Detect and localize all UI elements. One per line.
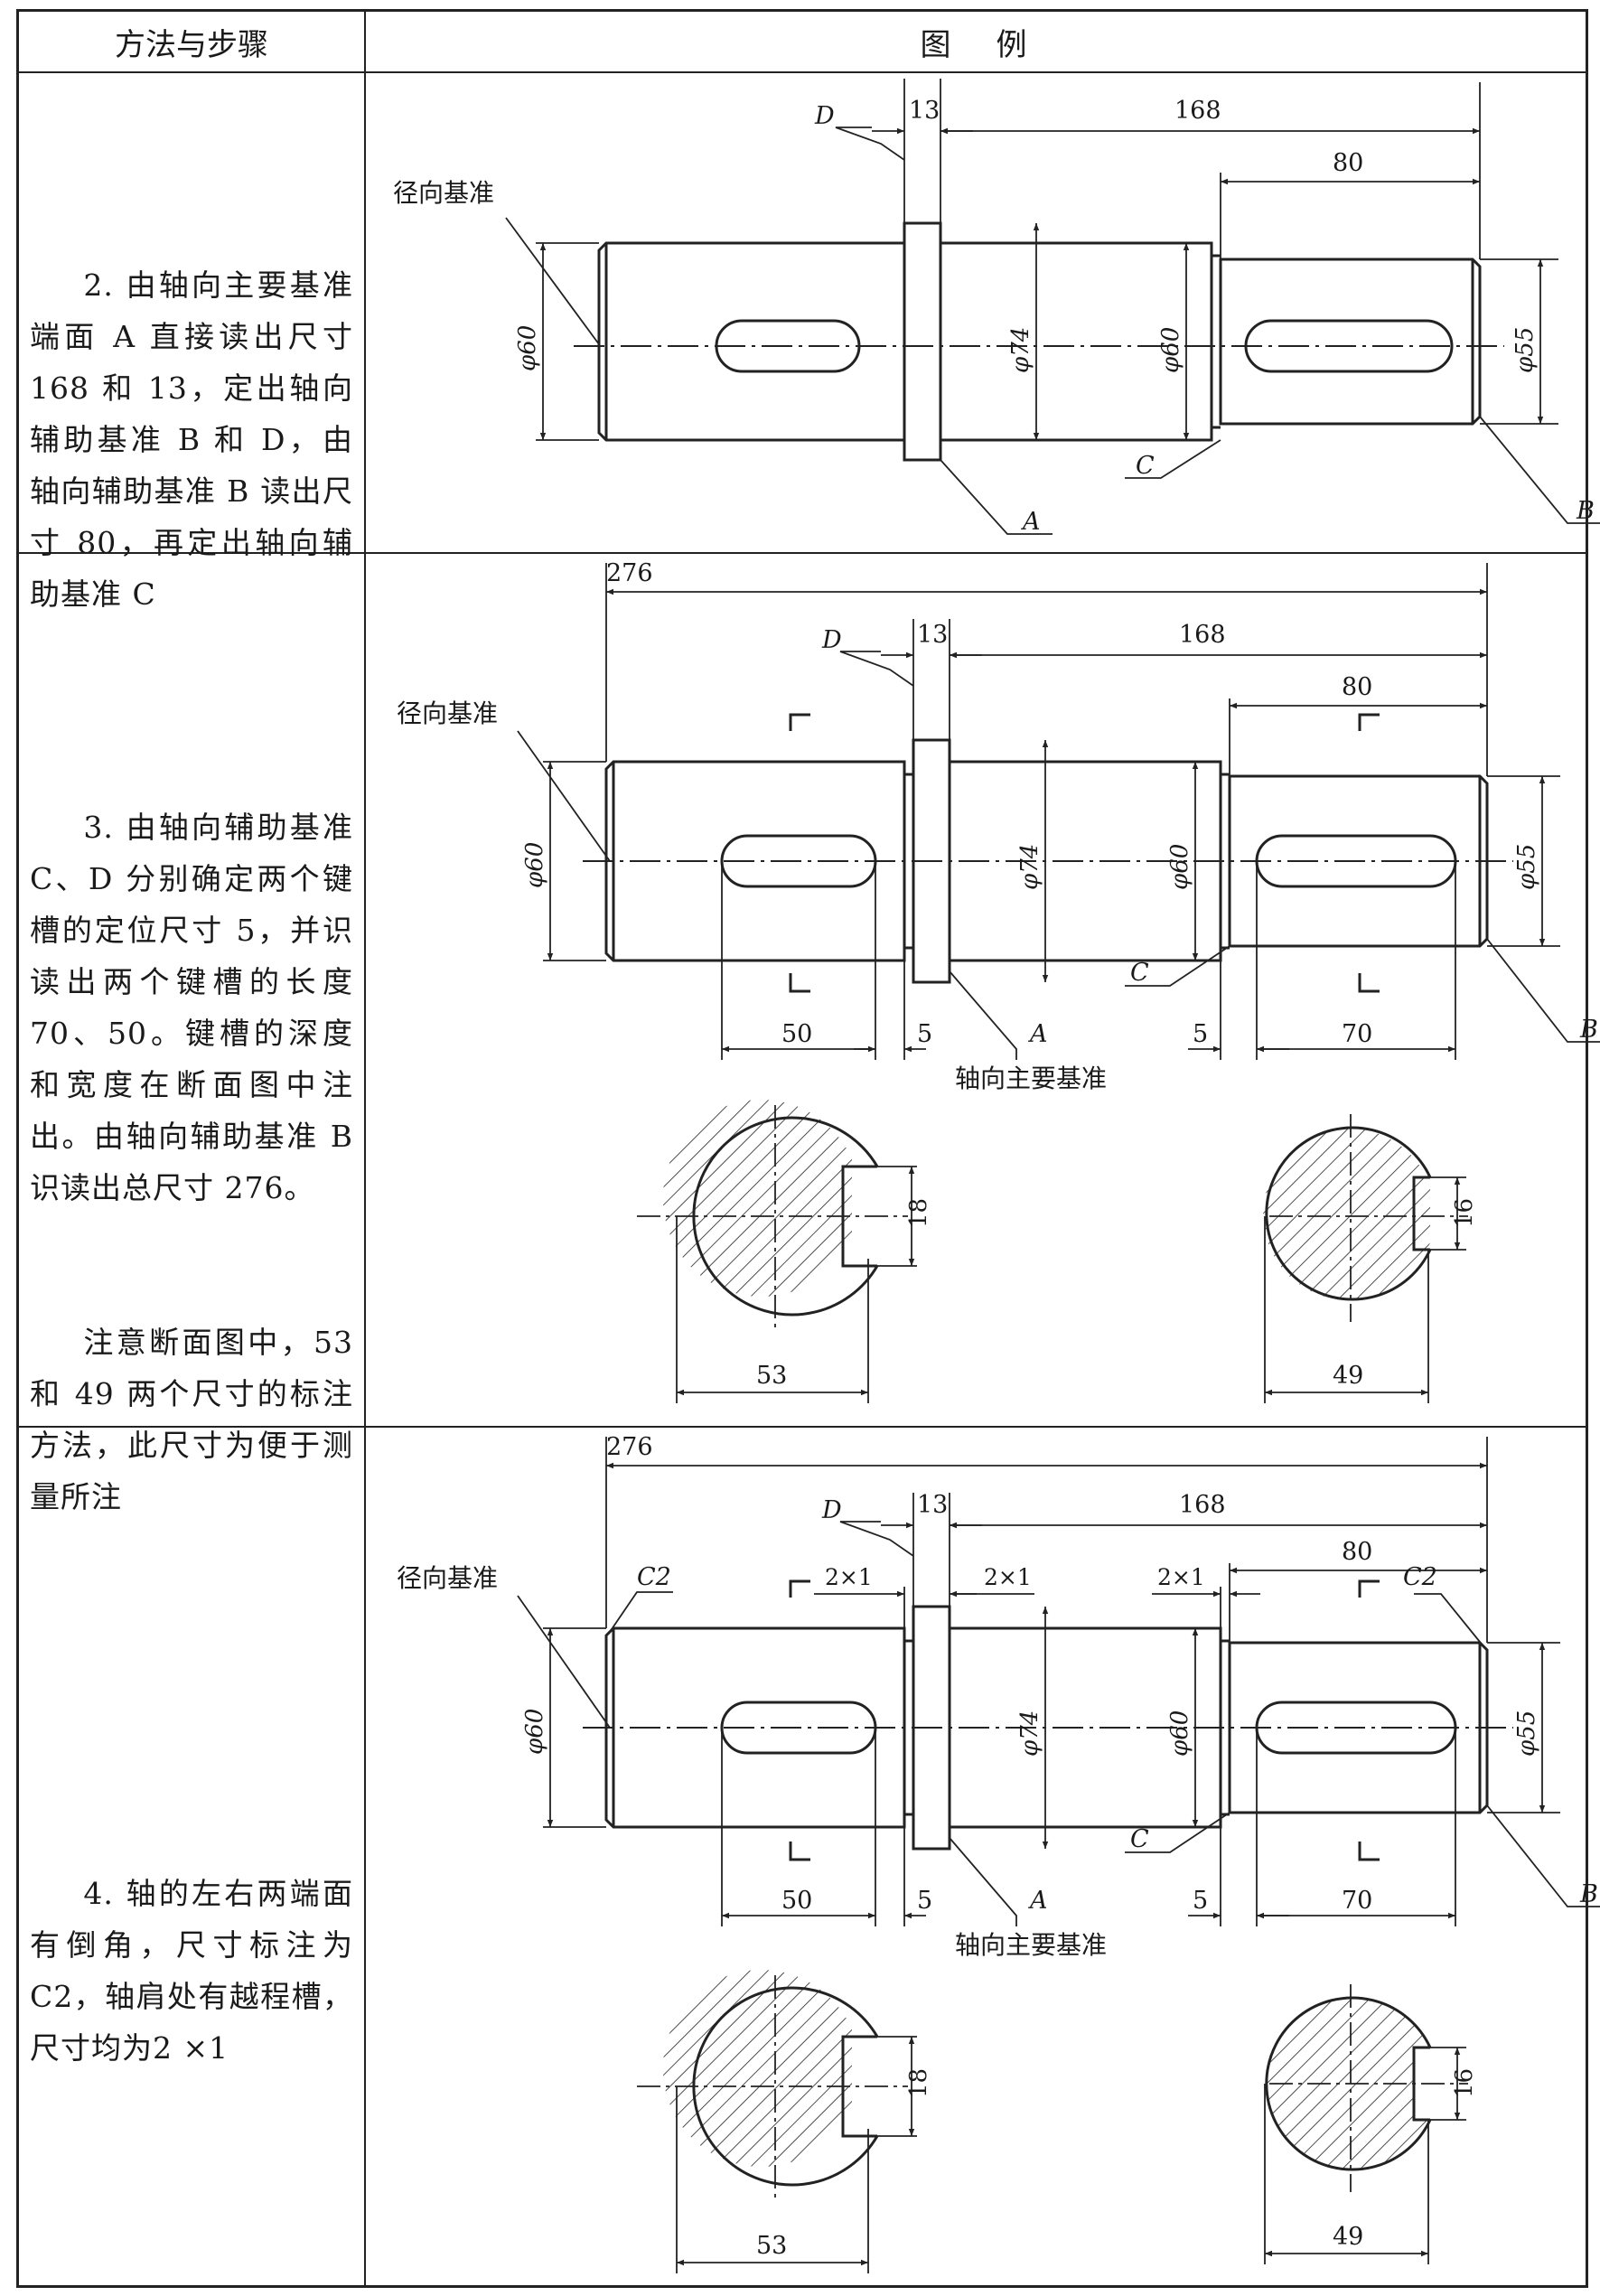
dim-chamfer-right: C2 [1403,1563,1437,1591]
dim-80: 80 [1342,1538,1372,1566]
dim-phi55: φ55 [1513,1710,1540,1757]
dim-phi55: φ55 [1511,327,1539,373]
dim-5-right: 5 [1193,1020,1208,1048]
dim-80: 80 [1342,673,1372,701]
dim-phi60-mid: φ60 [1157,327,1184,373]
label-axial-datum: 轴向主要基准 [955,1930,1107,1960]
shaft-outline [597,221,1482,462]
step-4-paragraph: 4. 轴的左右两端面有倒角，尺寸标注为 C2，轴肩处有越程槽，尺寸均为2 ×1 [30,1876,364,2066]
section-dim-49: 49 [1333,1362,1363,1390]
label-a: A [1027,1020,1048,1048]
dim-phi74: φ74 [1016,844,1043,890]
label-radial-datum: 径向基准 [397,698,498,728]
dim-phi55: φ55 [1513,844,1540,890]
shaft-drawing-step-4: 276 D 13 168 80 2×1 2×1 2×1 C2 C2 径向基准 φ… [397,1433,1600,2273]
dim-50: 50 [781,1020,812,1048]
header-method: 方法与步骤 [115,26,268,63]
shaft-drawing-step-3: 276 D 13 168 80 径向基准 φ60 φ74 φ60 φ55 C B… [397,559,1600,1403]
label-radial-datum: 径向基准 [397,1563,498,1593]
dim-groove-right: 2×1 [1157,1564,1205,1590]
section-dim-16: 16 [1451,2068,1478,2098]
label-c: C [1136,452,1155,480]
row-divider-2 [19,1426,1586,1428]
header-figure: 图 例 [920,26,1034,63]
dim-5-left: 5 [917,1020,932,1048]
dim-phi60-mid: φ60 [1166,844,1193,890]
dim-chamfer-left: C2 [637,1563,671,1591]
step-3-paragraph-1: 3. 由轴向辅助基准 C、D 分别确定两个键槽的定位尺寸 5，并识读出两个键槽的… [30,810,364,1205]
dim-276: 276 [606,1433,653,1461]
step-3-paragraph-2: 注意断面图中，53 和 49 两个尺寸的标注方法，此尺寸为便于测量所注 [30,1325,364,1514]
label-a: A [1020,508,1041,536]
dim-phi60-mid: φ60 [1166,1710,1193,1757]
dim-5-left: 5 [917,1887,932,1915]
label-b: B [1576,497,1595,525]
method-table: 方法与步骤 图 例 2. 由轴向主要基准端面 A 直接读出尺寸 168 和 13… [16,9,1600,2288]
dim-5-right: 5 [1193,1887,1208,1915]
dim-13: 13 [917,1491,948,1519]
dim-80: 80 [1333,149,1363,177]
dim-phi74: φ74 [1016,1710,1043,1757]
step-2-paragraph: 2. 由轴向主要基准端面 A 直接读出尺寸 168 和 13，定出轴向辅助基准 … [30,267,364,612]
dim-phi60-left: φ60 [521,842,548,888]
label-a: A [1027,1887,1048,1915]
row-divider-1 [19,552,1586,554]
dim-70: 70 [1342,1887,1372,1915]
label-d: D [821,1496,842,1524]
dim-phi74: φ74 [1007,327,1034,373]
label-b: B [1579,1016,1598,1044]
label-radial-datum: 径向基准 [393,178,494,208]
section-dim-53: 53 [756,1362,787,1390]
section-markers [789,713,1380,993]
step-3-text: 3. 由轴向辅助基准 C、D 分别确定两个键槽的定位尺寸 5，并识读出两个键槽的… [19,698,364,1626]
dim-168: 168 [1174,97,1221,125]
dim-phi60-left: φ60 [521,1709,548,1755]
dim-phi60-left: φ60 [514,325,541,371]
dim-50: 50 [781,1887,812,1915]
label-axial-datum: 轴向主要基准 [955,1064,1107,1093]
section-view-left [637,1970,908,2201]
step-2-text: 2. 由轴向主要基准端面 A 直接读出尺寸 168 和 13，定出轴向辅助基准 … [19,156,364,723]
dim-70: 70 [1342,1020,1372,1048]
section-view-right [1263,1114,1468,1322]
section-dim-18: 18 [905,2068,932,2098]
section-markers [789,1579,1380,1861]
shaft-drawing-step-2: D 13 168 80 径向基准 φ60 φ74 φ60 φ55 A C B [393,79,1600,536]
header-divider [19,71,1586,73]
section-view-left [637,1100,908,1331]
column-divider [364,12,366,2285]
label-d: D [814,102,835,130]
section-dim-18: 18 [905,1198,932,1228]
section-view-right [1265,1984,1468,2192]
step-4-text: 4. 轴的左右两端面有倒角，尺寸标注为 C2，轴肩处有越程槽，尺寸均为2 ×1 [19,1765,364,2177]
label-d: D [821,626,842,654]
section-dim-49: 49 [1333,2223,1363,2251]
label-b: B [1579,1880,1598,1908]
section-dim-16: 16 [1451,1198,1478,1228]
dim-13: 13 [909,97,940,125]
dim-168: 168 [1179,1491,1226,1519]
dim-276: 276 [606,559,653,587]
section-dim-53: 53 [756,2232,787,2260]
dim-groove-collar: 2×1 [984,1564,1032,1590]
label-c: C [1130,959,1149,987]
dim-13: 13 [917,621,948,649]
dim-groove-left: 2×1 [825,1564,873,1590]
label-c: C [1130,1825,1149,1853]
dim-168: 168 [1179,621,1226,649]
